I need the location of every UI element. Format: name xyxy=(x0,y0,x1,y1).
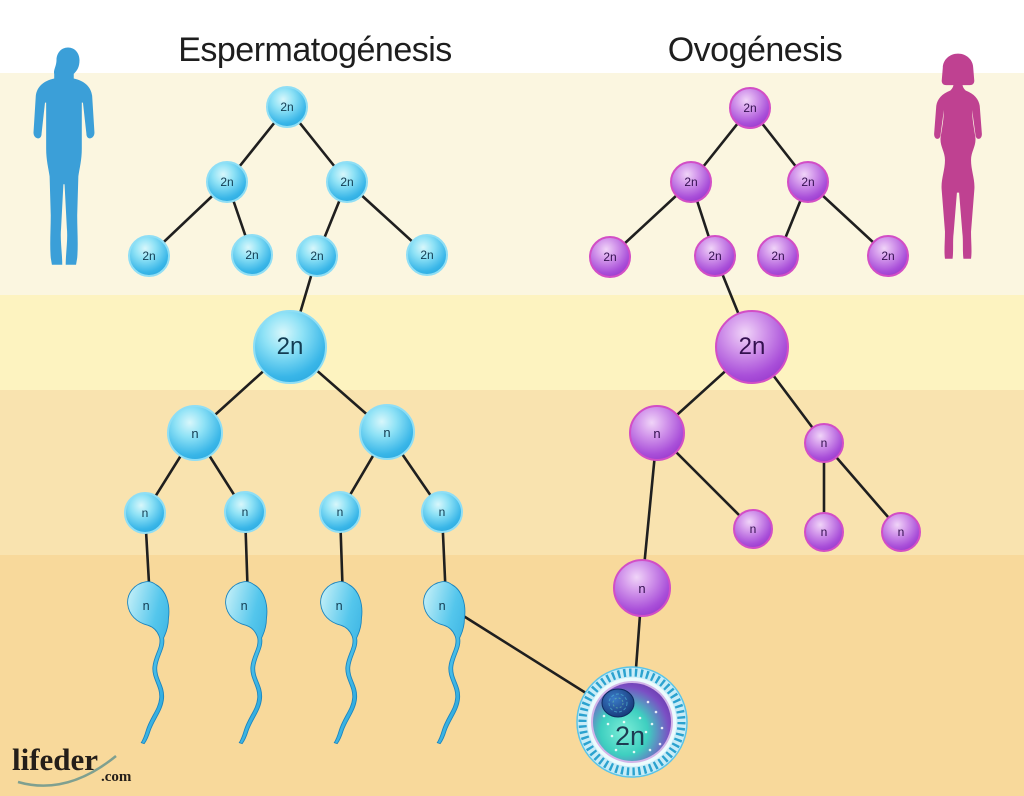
spermatogenesis-cell-1: 2n xyxy=(206,161,248,203)
cell-ploidy-label: n xyxy=(638,580,646,596)
oogenesis-cell-4: 2n xyxy=(694,235,736,277)
cell-ploidy-label: 2n xyxy=(245,248,259,262)
background-band-yellow xyxy=(0,295,1024,390)
cell-ploidy-label: n xyxy=(141,506,149,520)
spermatogenesis-cell-5: 2n xyxy=(296,235,338,277)
oogenesis-cell-3: 2n xyxy=(589,236,631,278)
spermatogenesis-cell-9: n xyxy=(359,404,415,460)
cell-ploidy-label: n xyxy=(241,505,249,519)
oogenesis-cell-9: n xyxy=(804,423,844,463)
oogenesis-cell-10: n xyxy=(733,509,773,549)
spermatogenesis-cell-8: n xyxy=(167,405,223,461)
oogenesis-cell-2: 2n xyxy=(787,161,829,203)
spermatogenesis-cell-0: 2n xyxy=(266,86,308,128)
spermatogenesis-cell-12: n xyxy=(319,491,361,533)
cell-ploidy-label: 2n xyxy=(340,175,354,189)
oogenesis-cell-0: 2n xyxy=(729,87,771,129)
oogenesis-cell-8: n xyxy=(629,405,685,461)
cell-ploidy-label: n xyxy=(820,525,828,539)
oogenesis-cell-1: 2n xyxy=(670,161,712,203)
sperm-cell-2: n xyxy=(320,581,363,745)
sperm-cell-0: n xyxy=(127,581,170,745)
spermatogenesis-cell-13: n xyxy=(421,491,463,533)
cell-ploidy-label: n xyxy=(820,436,828,450)
cell-ploidy-label: 2n xyxy=(276,333,304,360)
cell-ploidy-label: 2n xyxy=(881,249,895,263)
background-band-white xyxy=(0,0,1024,73)
female-silhouette-icon xyxy=(934,53,982,259)
cell-ploidy-label: 2n xyxy=(801,175,815,189)
cell-ploidy-label: n xyxy=(653,425,661,441)
oogenesis-cell-7: 2n xyxy=(715,310,789,384)
oogenesis-title: Ovogénesis xyxy=(667,31,843,69)
cell-ploidy-label: n xyxy=(336,505,344,519)
background-band-cream xyxy=(0,73,1024,295)
spermatogenesis-cell-6: 2n xyxy=(406,234,448,276)
cell-ploidy-label: n xyxy=(383,424,391,440)
spermatogenesis-cell-3: 2n xyxy=(128,235,170,277)
cell-ploidy-label: 2n xyxy=(771,249,785,263)
spermatogenesis-cell-10: n xyxy=(124,492,166,534)
male-silhouette-icon xyxy=(33,47,95,265)
sperm-label: n xyxy=(336,599,343,613)
cell-ploidy-label: n xyxy=(749,522,757,536)
sperm-label: n xyxy=(241,599,248,613)
logo-tld-text: .com xyxy=(101,769,132,785)
cell-ploidy-label: n xyxy=(438,505,446,519)
logo-brand-text: lifeder xyxy=(12,742,99,777)
sperm-label: n xyxy=(143,599,150,613)
background-band-orange xyxy=(0,555,1024,796)
logo-swoosh-icon xyxy=(17,755,117,787)
oogenesis-cell-6: 2n xyxy=(867,235,909,277)
oogenesis-cell-5: 2n xyxy=(757,235,799,277)
oogenesis-cell-12: n xyxy=(881,512,921,552)
cell-ploidy-label: 2n xyxy=(420,248,434,262)
egg-label: 2n xyxy=(615,721,645,751)
oogenesis-cell-11: n xyxy=(804,512,844,552)
cell-ploidy-label: 2n xyxy=(142,249,156,263)
spermatogenesis-cell-11: n xyxy=(224,491,266,533)
cell-ploidy-label: 2n xyxy=(310,249,324,263)
cell-ploidy-label: 2n xyxy=(603,250,617,264)
oogenesis-cell-13: n xyxy=(613,559,671,617)
cell-ploidy-label: 2n xyxy=(743,101,757,115)
cell-ploidy-label: 2n xyxy=(684,175,698,189)
spermatogenesis-cell-7: 2n xyxy=(253,310,327,384)
spermatogenesis-cell-2: 2n xyxy=(326,161,368,203)
lifeder-logo: lifeder .com xyxy=(12,742,162,792)
fertilized-egg-cell: 2n xyxy=(576,666,688,778)
sperm-label: n xyxy=(439,599,446,613)
spermatogenesis-cell-4: 2n xyxy=(231,234,273,276)
cell-ploidy-label: n xyxy=(191,425,199,441)
cell-ploidy-label: 2n xyxy=(708,249,722,263)
spermatogenesis-title: Espermatogénesis xyxy=(178,31,452,69)
cell-ploidy-label: 2n xyxy=(280,100,294,114)
cell-ploidy-label: 2n xyxy=(220,175,234,189)
sperm-cell-1: n xyxy=(225,581,268,745)
sperm-cell-3: n xyxy=(423,581,466,745)
cell-ploidy-label: n xyxy=(897,525,905,539)
cell-ploidy-label: 2n xyxy=(738,333,766,360)
